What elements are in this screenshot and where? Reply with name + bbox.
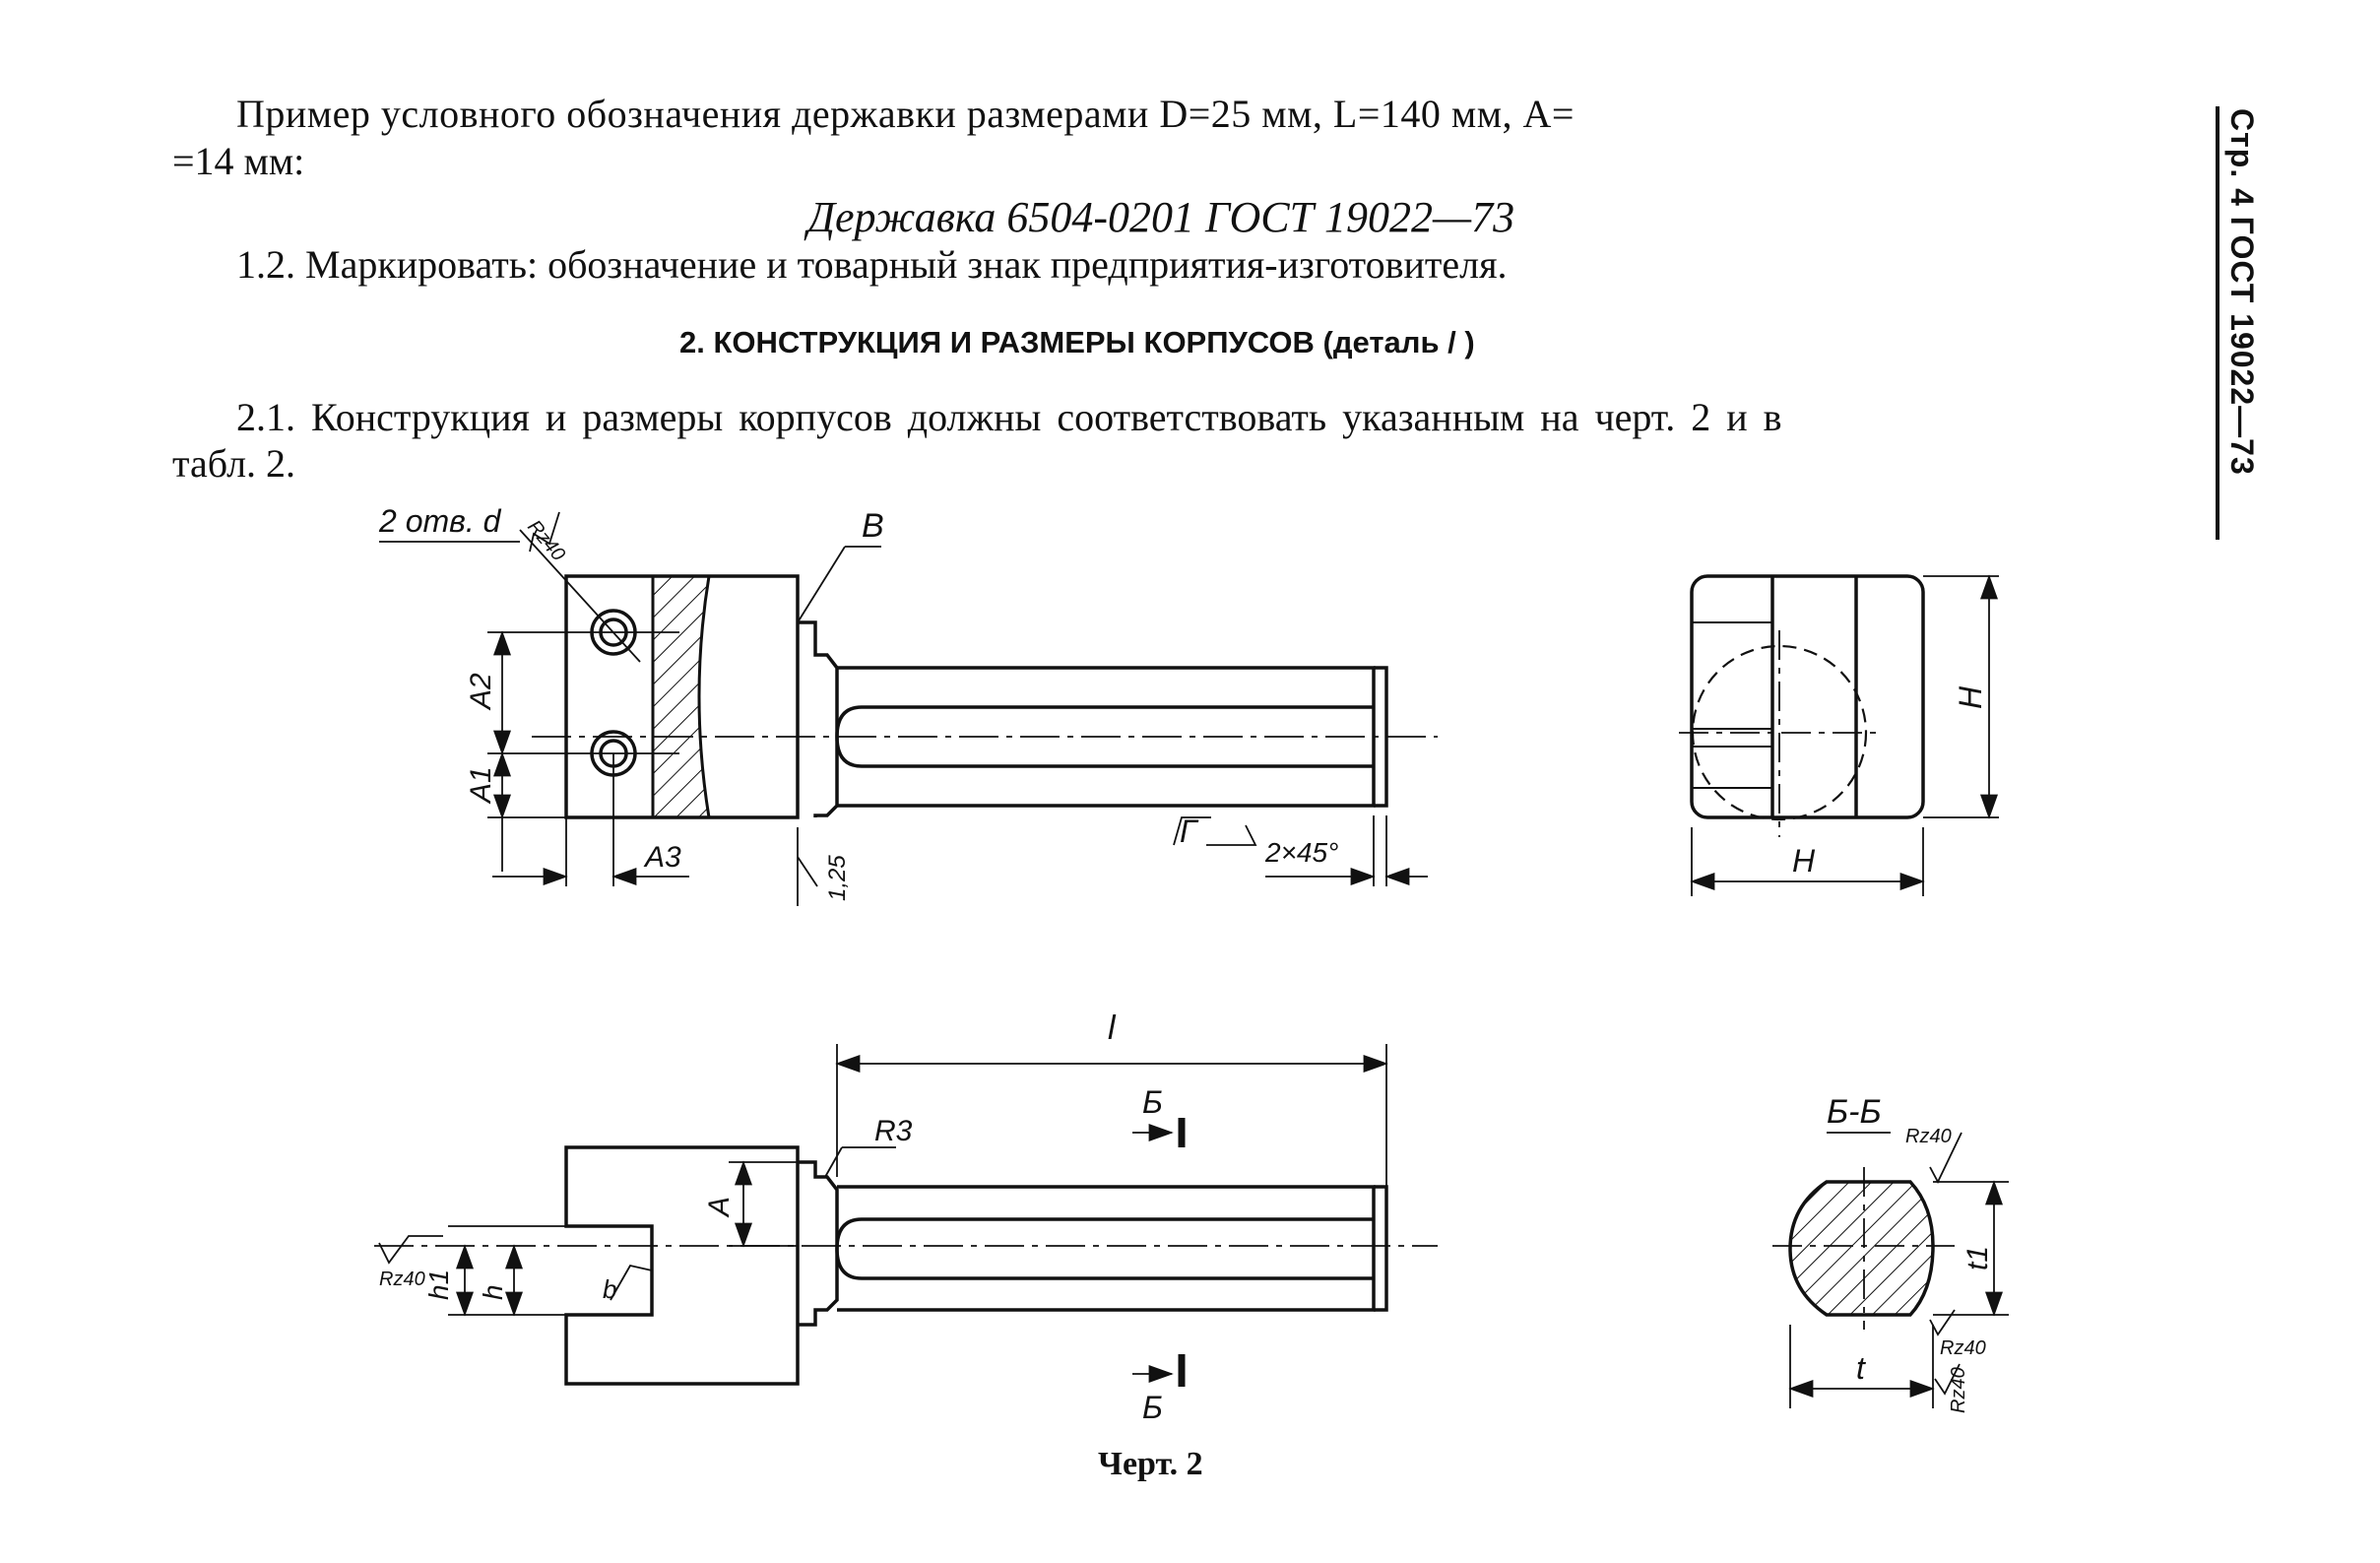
label-rz40-section-bottom: Rz40 (1948, 1367, 1969, 1413)
end-view-top-dims (1679, 574, 1999, 896)
label-t: t (1856, 1350, 1866, 1386)
front-view-bottom-dims (374, 1044, 1438, 1383)
front-view-top-dims (379, 511, 1438, 906)
label-rz40-section-top: Rz40 (1905, 1126, 1952, 1147)
section-view-bb-dims (1772, 1132, 2009, 1408)
label-a3: A3 (643, 841, 681, 874)
label-g: Г (1180, 814, 1199, 849)
label-h-vertical: H (1953, 685, 1988, 709)
label-b: B (862, 507, 884, 545)
paragraph-construction-line1: 2.1. Конструкция и размеры корпусов долж… (236, 395, 1782, 439)
label-h1: h1 (423, 1270, 454, 1300)
label-r125: 1,25 (824, 855, 851, 901)
label-section-top: Б (1142, 1084, 1163, 1120)
label-h: h (478, 1284, 508, 1300)
label-a: A (703, 1197, 736, 1218)
label-section-bb: Б-Б (1827, 1093, 1882, 1131)
side-rule (2216, 106, 2219, 540)
label-rz40-section-side: Rz40 (1940, 1337, 1986, 1359)
designation-example: Державка 6504-0201 ГОСТ 19022—73 (807, 193, 1515, 241)
label-chamfer: 2×45° (1264, 837, 1338, 868)
label-holes: 2 отв. d (378, 503, 502, 539)
label-a2: A2 (465, 673, 497, 711)
label-t1: t1 (1962, 1246, 1994, 1270)
label-h-horizontal: H (1792, 843, 1816, 879)
paragraph-construction-line2: табл. 2. (172, 441, 296, 486)
label-rz40-left: Rz40 (379, 1269, 425, 1290)
section-title: 2. КОНСТРУКЦИЯ И РАЗМЕРЫ КОРПУСОВ (детал… (679, 325, 1475, 359)
section-view-bb (1788, 1180, 1935, 1317)
label-a1: A1 (465, 766, 497, 805)
paragraph-marking: 1.2. Маркировать: обозначение и товарный… (236, 242, 1508, 287)
label-b-small: b (603, 1274, 616, 1304)
front-view-bottom (564, 1118, 1388, 1387)
side-page-header: Стр. 4 ГОСТ 19022—73 (2224, 108, 2260, 476)
label-l: l (1108, 1009, 1117, 1047)
front-view-top (564, 574, 1388, 819)
label-section-bottom: Б (1142, 1390, 1163, 1425)
paragraph-example-line1: Пример условного обозначения державки ра… (236, 92, 1575, 136)
label-r3: R3 (874, 1115, 913, 1147)
figure-caption: Черт. 2 (1098, 1446, 1203, 1482)
end-view-top (1690, 574, 1925, 821)
paragraph-example-line2: =14 мм: (172, 139, 305, 183)
